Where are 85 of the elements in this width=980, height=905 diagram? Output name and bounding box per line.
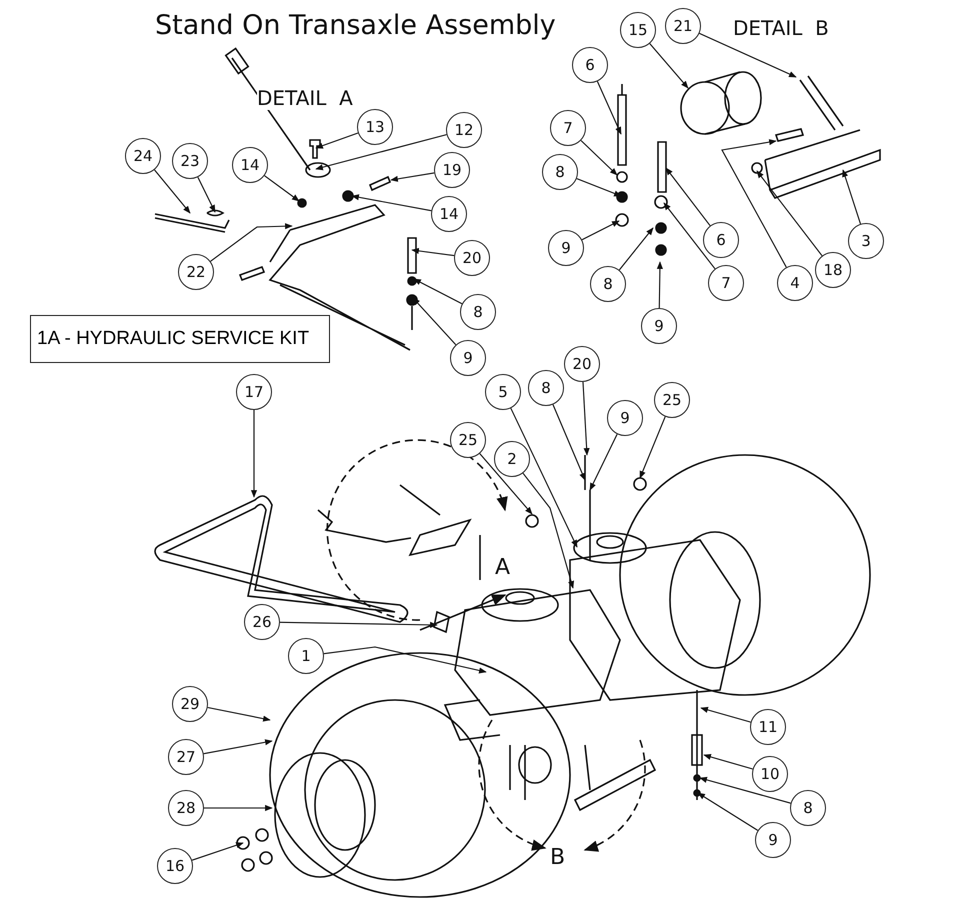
callout-number: 20 bbox=[454, 240, 490, 276]
callout-number: 28 bbox=[168, 790, 204, 826]
callout-number: 27 bbox=[168, 739, 204, 775]
leader-line bbox=[280, 622, 438, 628]
leader-line bbox=[700, 706, 751, 723]
leader-line bbox=[699, 32, 797, 78]
callout-number: 7 bbox=[708, 265, 744, 301]
callout-number: 21 bbox=[665, 8, 701, 44]
callout-number: 13 bbox=[357, 109, 393, 145]
callout-number: 2 bbox=[494, 441, 530, 477]
leader-line bbox=[842, 169, 862, 224]
leader-line bbox=[390, 172, 434, 182]
leader-line bbox=[192, 842, 244, 861]
callout-number: 10 bbox=[752, 756, 788, 792]
callout-number: 8 bbox=[460, 294, 496, 330]
callout-number: 9 bbox=[607, 400, 643, 436]
leader-line bbox=[264, 175, 300, 202]
callout-number: 22 bbox=[178, 254, 214, 290]
callout-number: 15 bbox=[620, 12, 656, 48]
leader-line bbox=[411, 248, 454, 256]
callout-number: 26 bbox=[244, 604, 280, 640]
leader-line bbox=[697, 792, 758, 831]
leader-line bbox=[721, 139, 787, 268]
kit-label-box: 1A - HYDRAULIC SERVICE KIT bbox=[30, 315, 330, 363]
leader-line bbox=[590, 434, 618, 491]
callout-number: 19 bbox=[434, 152, 470, 188]
callout-number: 29 bbox=[172, 686, 208, 722]
callout-number: 1 bbox=[288, 638, 324, 674]
callout-number: 9 bbox=[641, 308, 677, 344]
leader-line bbox=[596, 81, 622, 135]
callout-number: 8 bbox=[590, 266, 626, 302]
leader-line bbox=[197, 176, 216, 213]
leader-line bbox=[703, 754, 753, 770]
leader-line bbox=[324, 646, 487, 674]
callout-number: 9 bbox=[548, 230, 584, 266]
leader-line bbox=[649, 43, 688, 89]
leader-line bbox=[208, 706, 271, 722]
callout-number: 6 bbox=[703, 222, 739, 258]
callout-number: 8 bbox=[790, 790, 826, 826]
leader-line bbox=[413, 278, 462, 304]
callout-number: 8 bbox=[528, 370, 564, 406]
leader-line bbox=[479, 453, 532, 515]
leader-line bbox=[756, 170, 822, 256]
callout-number: 12 bbox=[446, 112, 482, 148]
leader-line bbox=[412, 297, 456, 346]
callout-number: 23 bbox=[172, 143, 208, 179]
callout-number: 8 bbox=[542, 154, 578, 190]
leader-line bbox=[656, 261, 663, 308]
callout-number: 14 bbox=[232, 147, 268, 183]
leader-line bbox=[210, 223, 293, 262]
callout-number: 25 bbox=[450, 422, 486, 458]
leader-line bbox=[582, 220, 620, 240]
leader-line bbox=[250, 410, 258, 498]
callout-number: 3 bbox=[848, 223, 884, 259]
callout-number: 7 bbox=[550, 110, 586, 146]
callout-number: 25 bbox=[654, 382, 690, 418]
callout-number: 17 bbox=[236, 374, 272, 410]
leader-line bbox=[552, 404, 586, 481]
leader-line bbox=[522, 472, 574, 589]
callout-number: 14 bbox=[431, 196, 467, 232]
leader-line bbox=[351, 194, 432, 212]
leader-line bbox=[154, 170, 190, 214]
callout-number: 5 bbox=[485, 374, 521, 410]
leader-line bbox=[315, 134, 447, 170]
leader-line bbox=[315, 132, 358, 149]
callout-number: 6 bbox=[572, 47, 608, 83]
callout-number: 16 bbox=[157, 848, 193, 884]
leader-line bbox=[640, 416, 666, 479]
callout-number: 20 bbox=[564, 346, 600, 382]
leader-line bbox=[618, 227, 654, 270]
leader-line bbox=[204, 739, 273, 754]
leader-line bbox=[664, 202, 716, 270]
leader-line bbox=[666, 167, 711, 226]
leader-line bbox=[204, 804, 273, 812]
leader-line bbox=[510, 408, 578, 548]
callout-number: 4 bbox=[777, 265, 813, 301]
callout-number: 18 bbox=[815, 252, 851, 288]
leader-line bbox=[580, 140, 618, 176]
leader-line bbox=[582, 382, 590, 456]
callout-number: 9 bbox=[450, 340, 486, 376]
diagram-title: Stand On Transaxle Assembly bbox=[155, 10, 556, 41]
callout-number: 24 bbox=[125, 138, 161, 174]
callout-number: 9 bbox=[755, 822, 791, 858]
leader-line bbox=[699, 776, 791, 804]
callout-number: 11 bbox=[750, 709, 786, 745]
